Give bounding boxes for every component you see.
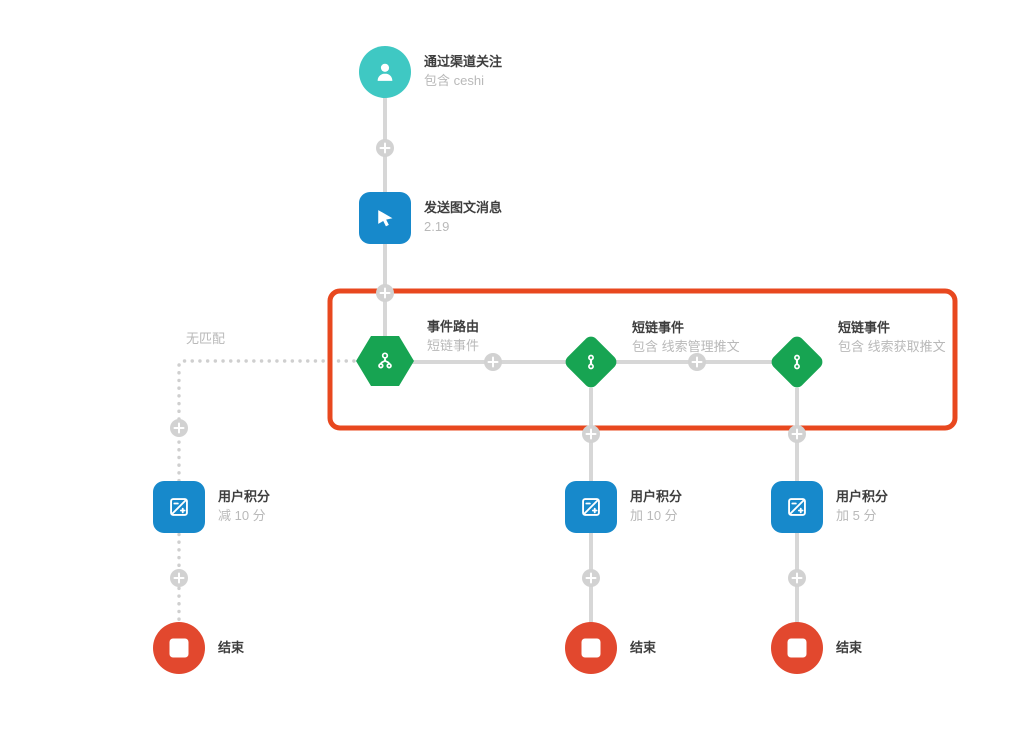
branch-label-no-match: 无匹配 [186,331,226,346]
stop-icon [771,622,823,674]
add-node-button[interactable] [582,425,600,443]
link-icon [768,333,826,391]
node-subtitle: 2.19 [424,219,450,234]
node-end-2[interactable]: 结束 [565,622,656,674]
node-title: 发送图文消息 [424,200,503,216]
plus-icon [487,356,499,368]
add-node-button[interactable] [484,353,502,371]
node-user-score-plus10[interactable]: 用户积分 加 10 分 [565,481,682,533]
node-subtitle: 短链事件 [427,338,480,353]
plus-icon [585,428,597,440]
node-title: 用户积分 [630,489,683,505]
node-title: 短链事件 [838,320,891,336]
add-node-button[interactable] [788,569,806,587]
node-end-1[interactable]: 结束 [153,622,244,674]
score-adjust-icon [153,481,205,533]
node-end-3[interactable]: 结束 [771,622,862,674]
user-icon [359,46,411,98]
node-subtitle: 包含 线索获取推文 [838,339,946,354]
add-node-button[interactable] [170,419,188,437]
node-subtitle: 减 10 分 [218,508,266,523]
node-user-score-plus5[interactable]: 用户积分 加 5 分 [771,481,888,533]
node-subtitle: 包含 ceshi [424,73,484,88]
node-subtitle: 包含 线索管理推文 [632,339,740,354]
no-match-dotted-connector [177,359,356,626]
score-adjust-icon [771,481,823,533]
add-node-button[interactable] [582,569,600,587]
plus-icon [379,287,391,299]
stop-icon [153,622,205,674]
send-cursor-icon [359,192,411,244]
node-title: 用户积分 [836,489,889,505]
node-title: 短链事件 [632,320,685,336]
node-title: 结束 [630,639,657,655]
stop-icon [565,622,617,674]
node-title: 通过渠道关注 [424,54,503,70]
score-adjust-icon [565,481,617,533]
add-node-button[interactable] [376,284,394,302]
plus-icon [585,572,597,584]
plus-icon [791,572,803,584]
node-shortlink-event-1[interactable]: 短链事件 包含 线索管理推文 [562,320,740,391]
add-node-button[interactable] [688,353,706,371]
plus-icon [173,572,185,584]
plus-icon [379,142,391,154]
plus-icon [691,356,703,368]
node-title: 结束 [218,639,245,655]
node-shortlink-event-2[interactable]: 短链事件 包含 线索获取推文 [768,320,946,391]
node-send-message[interactable]: 发送图文消息 2.19 [359,192,502,244]
node-title: 结束 [836,639,863,655]
node-event-router[interactable]: 事件路由 短链事件 [356,319,480,386]
node-subtitle: 加 5 分 [836,508,877,523]
plus-icon [791,428,803,440]
route-branch-icon [356,336,414,386]
node-trigger-channel-follow[interactable]: 通过渠道关注 包含 ceshi [359,46,502,98]
node-title: 用户积分 [218,489,271,505]
add-node-button[interactable] [170,569,188,587]
add-node-button[interactable] [376,139,394,157]
highlight-box [327,288,958,431]
link-icon [562,333,620,391]
add-node-button[interactable] [788,425,806,443]
node-user-score-minus[interactable]: 用户积分 减 10 分 [153,481,270,533]
node-title: 事件路由 [427,319,480,335]
plus-icon [173,422,185,434]
node-subtitle: 加 10 分 [630,508,678,523]
